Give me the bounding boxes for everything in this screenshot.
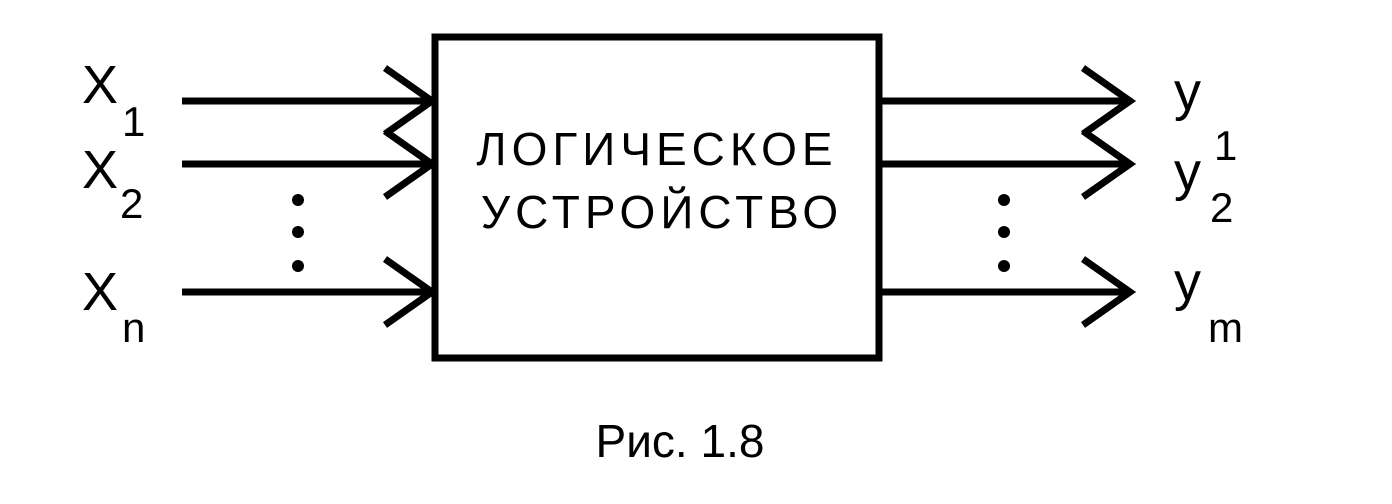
block-label-line2: УСТРОЙСТВО	[481, 186, 843, 238]
output-ellipsis	[998, 194, 1010, 272]
input-ellipsis	[292, 194, 304, 272]
output-arrow-2	[879, 128, 1137, 200]
output-arrow-1	[879, 65, 1137, 137]
input-sub-n: n	[122, 304, 145, 351]
input-label-x1: X 1	[82, 55, 145, 145]
output-arrow-m	[879, 256, 1137, 328]
input-var-2: X	[82, 140, 118, 200]
logic-device-block	[431, 33, 883, 362]
output-label-ym: y m	[1174, 252, 1243, 351]
output-sub-1: 1	[1214, 122, 1237, 169]
input-arrow-n	[182, 256, 439, 328]
input-label-x2: X 2	[82, 140, 143, 227]
output-sub-2: 2	[1210, 184, 1233, 231]
output-label-y2: y 2	[1174, 142, 1233, 231]
input-arrow-1	[182, 65, 439, 137]
input-var-1: X	[82, 55, 118, 115]
output-label-y1: y 1	[1174, 62, 1237, 169]
figure-caption: Рис. 1.8	[596, 415, 765, 467]
output-sub-m: m	[1208, 304, 1243, 351]
input-label-xn: X n	[82, 262, 145, 351]
output-var-1: y	[1174, 62, 1201, 122]
block-label-line1: ЛОГИЧЕСКОЕ	[476, 123, 837, 175]
input-arrow-2	[182, 128, 439, 200]
input-var-n: X	[82, 262, 118, 322]
output-var-m: y	[1174, 252, 1201, 312]
input-sub-1: 1	[122, 98, 145, 145]
input-sub-2: 2	[120, 180, 143, 227]
output-var-2: y	[1174, 142, 1201, 202]
